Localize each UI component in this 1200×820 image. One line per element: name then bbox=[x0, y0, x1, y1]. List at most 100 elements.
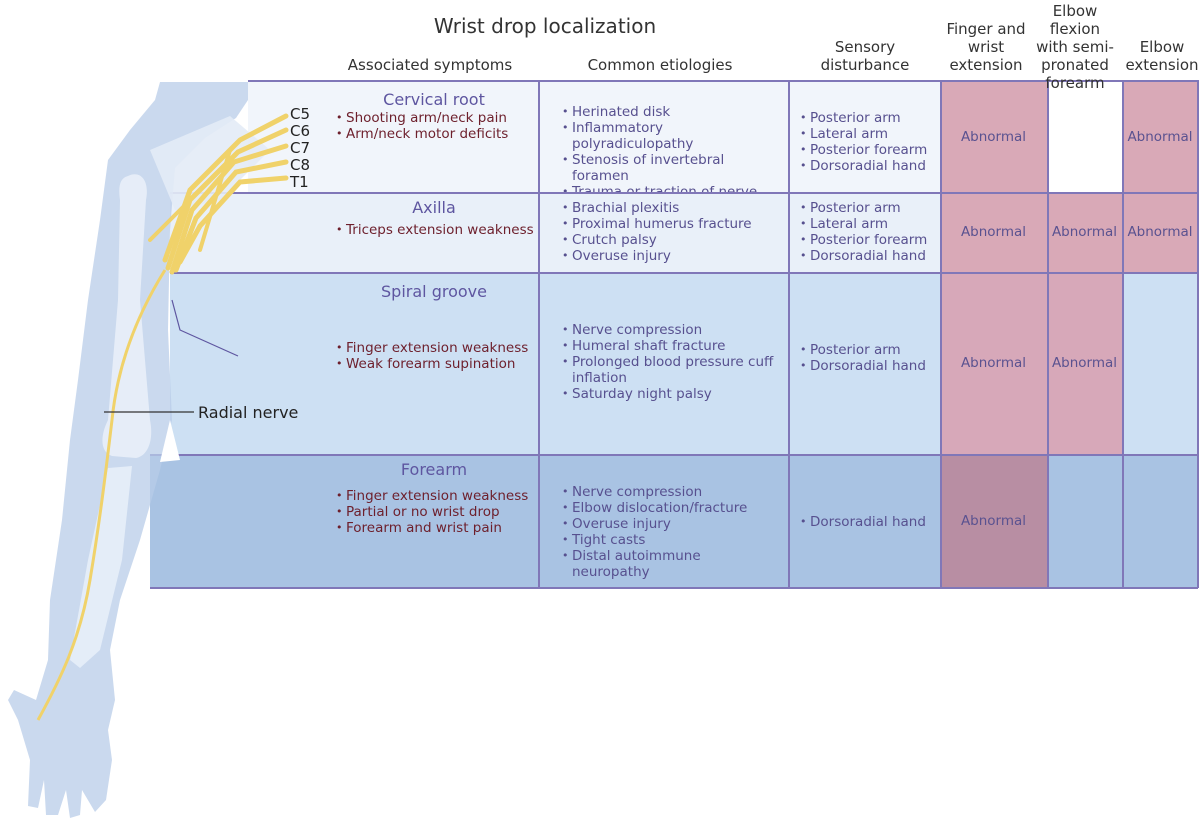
radial-nerve-label: Radial nerve bbox=[198, 403, 299, 422]
list-item: Lateral arm bbox=[800, 126, 938, 142]
list-item: Posterior arm bbox=[800, 200, 938, 216]
list-item: Posterior arm bbox=[800, 110, 938, 126]
grid-column-line bbox=[1122, 80, 1124, 588]
list-item: Finger extension weakness bbox=[336, 488, 538, 504]
sensory-list: Posterior armLateral armPosterior forear… bbox=[800, 110, 938, 174]
cell-finger-wrist: Abnormal bbox=[940, 192, 1047, 272]
cell-symptoms: AxillaTriceps extension weakness bbox=[330, 198, 538, 239]
sensory-list: Posterior armLateral armPosterior forear… bbox=[800, 200, 938, 264]
forearm-bone bbox=[70, 466, 132, 668]
list-item: Dorsoradial hand bbox=[800, 358, 938, 374]
cell-etiologies: Brachial plexitisProximal humerus fractu… bbox=[562, 200, 782, 264]
list-item: Dorsoradial hand bbox=[800, 248, 938, 264]
list-item: Posterior arm bbox=[800, 342, 938, 358]
symptoms-list: Finger extension weaknessPartial or no w… bbox=[336, 488, 538, 536]
grid-row-line bbox=[170, 272, 1198, 274]
cell-elbow-flexion: Abnormal bbox=[1047, 272, 1122, 454]
spiral-groove-pointer bbox=[171, 299, 239, 357]
list-item: Tight casts bbox=[562, 532, 782, 548]
list-item: Saturday night palsy bbox=[562, 386, 782, 402]
list-item: Stenosis of invertebral foramen bbox=[562, 152, 782, 184]
grid-row-line bbox=[150, 454, 1198, 456]
list-item: Brachial plexitis bbox=[562, 200, 782, 216]
row-location-name: Axilla bbox=[412, 198, 456, 217]
grid-column-line bbox=[788, 80, 790, 588]
cell-finger-wrist: Abnormal bbox=[940, 272, 1047, 454]
cell-sensory: Dorsoradial hand bbox=[800, 514, 938, 530]
cell-sensory: Posterior armLateral armPosterior forear… bbox=[800, 200, 938, 264]
grid-column-line bbox=[940, 80, 942, 588]
list-item: Humeral shaft fracture bbox=[562, 338, 782, 354]
symptoms-list: Finger extension weaknessWeak forearm su… bbox=[336, 340, 538, 372]
cell-finger-wrist: Abnormal bbox=[940, 454, 1047, 587]
symptoms-list: Triceps extension weakness bbox=[336, 222, 538, 238]
list-item: Nerve compression bbox=[562, 322, 782, 338]
list-item: Inflammatory polyradiculopathy bbox=[562, 120, 782, 152]
grid-right-line bbox=[1197, 80, 1199, 588]
list-item: Partial or no wrist drop bbox=[336, 504, 538, 520]
humerus-bone bbox=[102, 174, 152, 459]
grid-row-line bbox=[170, 192, 1198, 194]
grid-row-line bbox=[150, 587, 1198, 589]
list-item: Weak forearm supination bbox=[336, 356, 538, 372]
nerve-root-label: T1 bbox=[290, 173, 309, 191]
cell-finger-wrist: Abnormal bbox=[940, 82, 1047, 192]
cell-etiologies: Nerve compressionElbow dislocation/fract… bbox=[562, 484, 782, 580]
list-item: Shooting arm/neck pain bbox=[336, 110, 538, 126]
brachial-plexus bbox=[148, 113, 289, 275]
nerve-root-label: C7 bbox=[290, 139, 311, 157]
cell-elbow-flexion: Abnormal bbox=[1047, 192, 1122, 272]
list-item: Triceps extension weakness bbox=[336, 222, 538, 238]
list-item: Herinated disk bbox=[562, 104, 782, 120]
list-item: Crutch palsy bbox=[562, 232, 782, 248]
etiologies-list: Nerve compressionHumeral shaft fractureP… bbox=[562, 322, 782, 402]
list-item: Posterior forearm bbox=[800, 232, 938, 248]
grid-top-line bbox=[248, 80, 1198, 82]
header-symptoms: Associated symptoms bbox=[347, 56, 513, 74]
row-location-name: Spiral groove bbox=[381, 282, 487, 301]
sensory-list: Dorsoradial hand bbox=[800, 514, 938, 530]
cell-symptoms: Spiral grooveFinger extension weaknessWe… bbox=[330, 282, 538, 373]
list-item: Finger extension weakness bbox=[336, 340, 538, 356]
cell-symptoms: ForearmFinger extension weaknessPartial … bbox=[330, 460, 538, 537]
grid-column-line bbox=[1047, 80, 1049, 588]
list-item: Arm/neck motor deficits bbox=[336, 126, 538, 142]
list-item: Overuse injury bbox=[562, 516, 782, 532]
etiologies-list: Brachial plexitisProximal humerus fractu… bbox=[562, 200, 782, 264]
list-item: Nerve compression bbox=[562, 484, 782, 500]
list-item: Elbow dislocation/fracture bbox=[562, 500, 782, 516]
sensory-list: Posterior armDorsoradial hand bbox=[800, 342, 938, 374]
cell-symptoms: Cervical rootShooting arm/neck painArm/n… bbox=[330, 90, 538, 143]
grid-column-line bbox=[538, 80, 540, 588]
cell-sensory: Posterior armDorsoradial hand bbox=[800, 342, 938, 374]
cell-elbow-flexion bbox=[1047, 82, 1122, 192]
cell-elbow-ext: Abnormal bbox=[1122, 192, 1198, 272]
cell-etiologies: Nerve compressionHumeral shaft fractureP… bbox=[562, 322, 782, 402]
nerve-root-label: C6 bbox=[290, 122, 311, 140]
cell-sensory: Posterior armLateral armPosterior forear… bbox=[800, 110, 938, 174]
list-item: Posterior forearm bbox=[800, 142, 938, 158]
list-item: Dorsoradial hand bbox=[800, 158, 938, 174]
list-item: Overuse injury bbox=[562, 248, 782, 264]
header-etiologies: Common etiologies bbox=[587, 56, 733, 74]
list-item: Lateral arm bbox=[800, 216, 938, 232]
list-item: Prolonged blood pressure cuff inflation bbox=[562, 354, 782, 386]
cell-elbow-ext: Abnormal bbox=[1122, 82, 1198, 192]
nerve-root-label: C8 bbox=[290, 156, 311, 174]
row-location-name: Forearm bbox=[400, 460, 468, 479]
list-item: Dorsoradial hand bbox=[800, 514, 938, 530]
row-location-name: Cervical root bbox=[383, 90, 485, 109]
nerve-root-label: C5 bbox=[290, 105, 311, 123]
list-item: Forearm and wrist pain bbox=[336, 520, 538, 536]
list-item: Proximal humerus fracture bbox=[562, 216, 782, 232]
forearm-pointer bbox=[160, 420, 180, 462]
page-title: Wrist drop localization bbox=[433, 14, 657, 38]
list-item: Distal autoimmune neuropathy bbox=[562, 548, 782, 580]
radial-nerve bbox=[36, 269, 167, 721]
etiologies-list: Nerve compressionElbow dislocation/fract… bbox=[562, 484, 782, 580]
